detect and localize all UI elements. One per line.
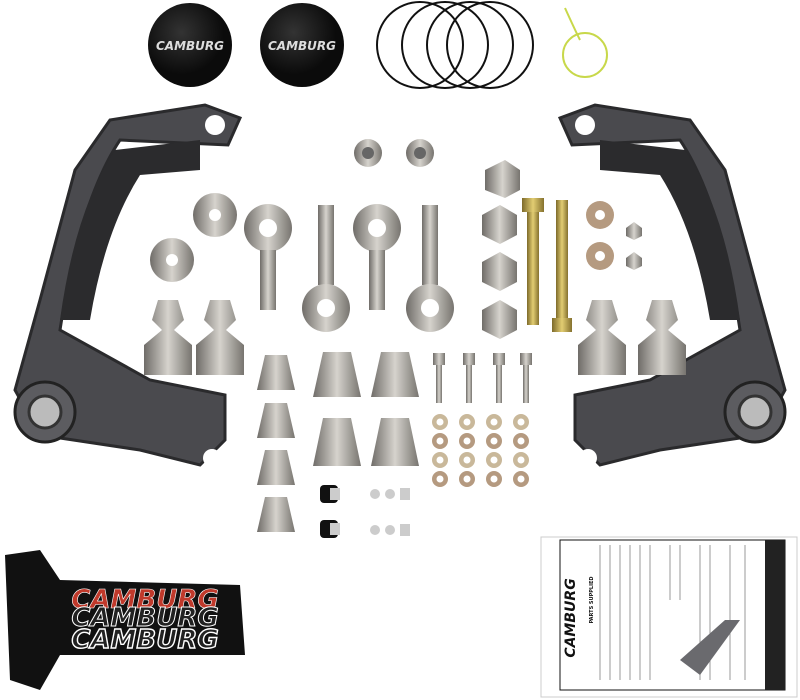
washer-hole [517,475,525,483]
washer-hole [436,475,444,483]
rod-ends [244,204,454,332]
washer-hole [463,418,471,426]
ball-joint-spacers [144,300,686,375]
washer-hole [517,456,525,464]
washer-hole [490,418,498,426]
cone-washers [150,193,237,282]
sticker-text-2: CAMBURG [71,603,218,633]
dust-cap-left: CAMBURG [148,3,232,87]
o-rings [376,1,534,89]
sticker-text-1: CAMBURG [71,585,218,615]
instruction-sheet: CAMBURG PARTS SUPPLIED [540,536,798,698]
washer-hole [490,456,498,464]
washer-hole [490,437,498,445]
sheet-brand: CAMBURG [563,578,579,657]
washers-right [586,201,642,270]
cap-logo-text: CAMBURG [268,39,336,53]
washer-hole [463,437,471,445]
small-bolts [433,353,532,403]
washer-hole [436,418,444,426]
pivot-bolts [522,198,572,332]
cap-logo-text: CAMBURG [156,39,224,53]
washer-hole [517,437,525,445]
dust-cap-right: CAMBURG [260,3,344,87]
decal-stickers: CAMBURG CAMBURG CAMBURG [5,550,245,690]
jam-nuts [482,160,520,339]
washer-hole [436,456,444,464]
misalignment-spacers [257,352,419,532]
sheet-heading: PARTS SUPPLIED [589,576,595,623]
line-clamps [320,485,410,538]
washer-grid [432,414,529,487]
upper-control-arm-left [13,103,243,467]
washer-hole [463,475,471,483]
washer-hole [463,456,471,464]
safety-wire [562,7,608,78]
washer-hole [436,437,444,445]
washer-hole [517,418,525,426]
washer-hole [490,475,498,483]
upper-control-arm-right [557,103,787,467]
sticker-text-3: CAMBURG [71,625,218,655]
flange-nuts [354,139,434,167]
